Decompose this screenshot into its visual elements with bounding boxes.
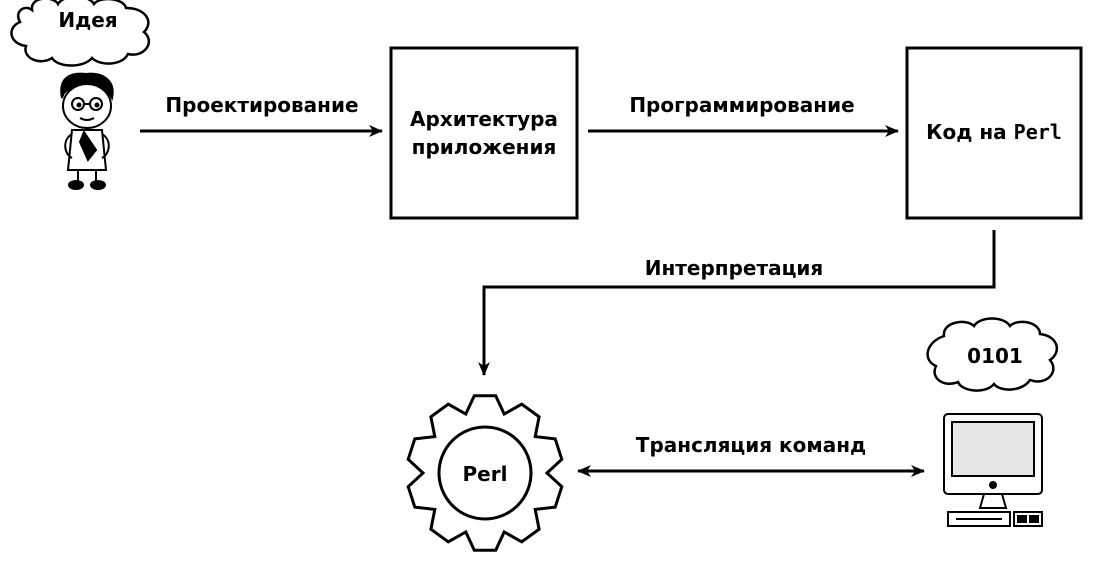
interpretation-label: Интерпретация <box>645 256 824 280</box>
binary-cloud: 0101 <box>926 317 1059 392</box>
perl-gear-icon: Perl <box>406 394 564 552</box>
code-label: Код на Perl <box>926 120 1062 144</box>
computer-icon <box>943 413 1043 527</box>
code-box: Код на Perl <box>905 46 1083 220</box>
architecture-box: Архитектура приложения <box>389 46 579 220</box>
person-icon <box>60 72 114 190</box>
engine-label: Perl <box>463 462 508 486</box>
programming-label: Программирование <box>629 93 854 117</box>
architecture-label-line1: Архитектура <box>410 107 558 131</box>
idea-cloud: Идея <box>10 0 151 67</box>
design-label: Проектирование <box>165 93 358 117</box>
interpretation-arrow <box>478 230 996 376</box>
binary-label: 0101 <box>967 344 1023 368</box>
code-label-lang: Perl <box>1014 120 1062 144</box>
idea-label: Идея <box>58 8 117 32</box>
translation-label: Трансляция команд <box>636 433 866 457</box>
architecture-label-line2: приложения <box>412 135 557 159</box>
code-label-prefix: Код на <box>926 120 1007 144</box>
